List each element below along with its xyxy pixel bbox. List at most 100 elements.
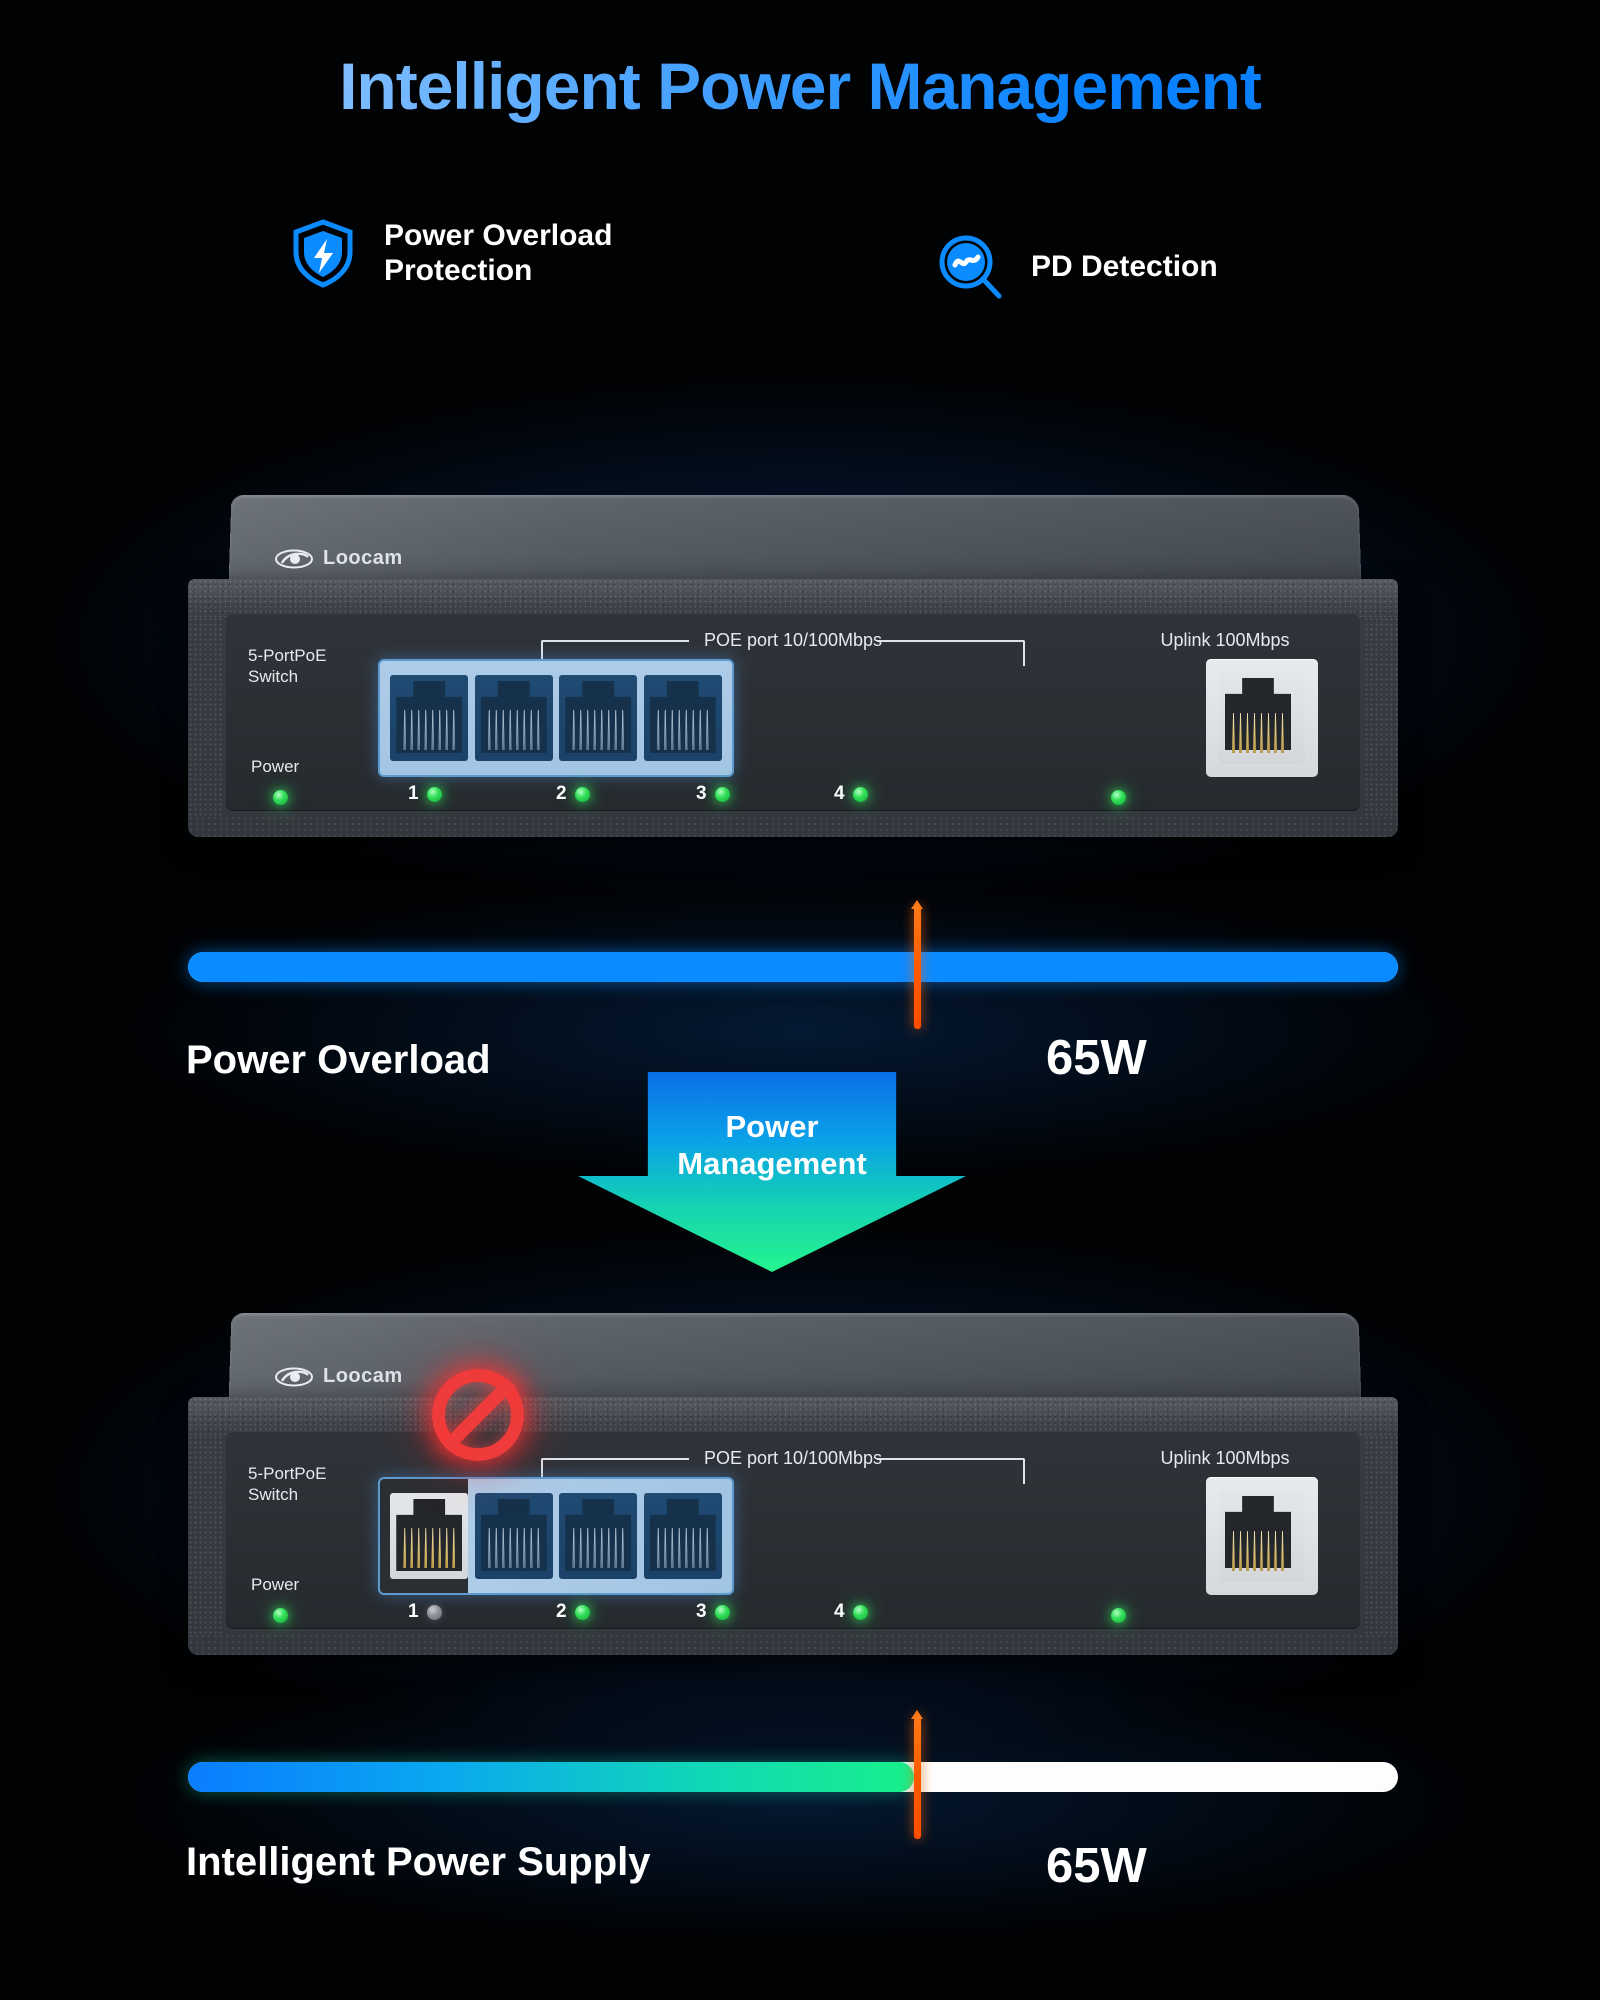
led-dot-port-2 bbox=[574, 1604, 590, 1620]
port-led-4: 4 bbox=[834, 783, 868, 805]
page-title: Intelligent Power Management bbox=[0, 48, 1600, 124]
port-led-2: 2 bbox=[556, 783, 590, 805]
port-led-1: 1 bbox=[408, 783, 442, 805]
power-bar-label-overload: Power Overload bbox=[186, 1038, 491, 1082]
uplink-port[interactable] bbox=[1206, 659, 1318, 777]
led-dot-uplink bbox=[1111, 1608, 1126, 1623]
model-label: 5-PortPoE Switch bbox=[248, 646, 327, 687]
poe-bracket-left bbox=[541, 640, 689, 666]
capacity-marker-tip bbox=[911, 900, 923, 909]
capacity-marker bbox=[914, 905, 921, 1029]
led-dot-port-3 bbox=[714, 1604, 730, 1620]
model-label: 5-PortPoE Switch bbox=[248, 1464, 327, 1505]
power-bar-fill bbox=[188, 1762, 914, 1792]
led-dot-power bbox=[273, 790, 288, 805]
device-chassis: 5-PortPoE Switch POE port 10/100Mbps Upl… bbox=[188, 1397, 1398, 1655]
feature-label: Power Overload Protection bbox=[384, 219, 613, 288]
chassis-texture-bottom bbox=[188, 1633, 1398, 1655]
chassis-texture-left bbox=[188, 1435, 222, 1635]
port-led-4: 4 bbox=[834, 1601, 868, 1623]
magnifier-pulse-icon bbox=[935, 232, 1005, 302]
poe-port-group bbox=[378, 1477, 734, 1595]
rj45-port-3[interactable] bbox=[559, 675, 638, 761]
rj45-port-2[interactable] bbox=[474, 1493, 553, 1579]
led-indicator-row: 1 2 3 4 bbox=[226, 763, 1360, 811]
poe-switch-device-managed: Loocam 5-PortPoE Switch POE port 10/100M… bbox=[188, 1313, 1398, 1703]
rj45-uplink-jack bbox=[1219, 1490, 1305, 1582]
uplink-led bbox=[1111, 1608, 1126, 1623]
feature-power-overload-protection: Power Overload Protection bbox=[288, 218, 612, 289]
uplink-led bbox=[1111, 790, 1126, 805]
power-bar-label-intelligent: Intelligent Power Supply bbox=[186, 1840, 651, 1884]
power-bar-overload bbox=[188, 900, 1398, 1029]
led-dot-port-2 bbox=[574, 786, 590, 802]
device-chassis: 5-PortPoE Switch POE port 10/100Mbps Upl… bbox=[188, 579, 1398, 837]
rj45-port-3[interactable] bbox=[559, 1493, 638, 1579]
chassis-texture-bottom bbox=[188, 815, 1398, 837]
port-number: 3 bbox=[696, 1601, 707, 1622]
chassis-texture-left bbox=[188, 617, 222, 817]
power-management-arrow: Power Management bbox=[578, 1072, 966, 1272]
capacity-value-overload: 65W bbox=[1046, 1031, 1147, 1085]
led-dot-port-3 bbox=[714, 786, 730, 802]
rj45-port-1-disabled[interactable] bbox=[390, 1493, 469, 1579]
rj45-port-4[interactable] bbox=[643, 1493, 722, 1579]
power-led bbox=[273, 790, 288, 805]
port-number: 1 bbox=[408, 783, 419, 804]
power-label: Power bbox=[251, 756, 300, 776]
port-led-3: 3 bbox=[696, 1601, 730, 1623]
device-top-cover bbox=[228, 1313, 1362, 1406]
power-label: Power bbox=[251, 1574, 300, 1594]
led-indicator-row: 1 2 3 4 bbox=[226, 1581, 1360, 1629]
capacity-marker bbox=[914, 1715, 921, 1839]
poe-switch-device-overload: Loocam 5-PortPoE Switch POE port 10/100M… bbox=[188, 495, 1398, 885]
arrow-label: Power Management bbox=[677, 1109, 867, 1182]
port-number: 1 bbox=[408, 1601, 419, 1622]
port-disabled-prohibition-icon bbox=[432, 1369, 524, 1461]
port-number: 2 bbox=[556, 1601, 567, 1622]
chassis-texture-right bbox=[1364, 1435, 1398, 1635]
power-bar-intelligent bbox=[188, 1710, 1398, 1839]
led-dot-port-1 bbox=[426, 1604, 442, 1620]
loocam-emblem-icon bbox=[274, 548, 314, 570]
port-led-3: 3 bbox=[696, 783, 730, 805]
led-dot-port-4 bbox=[852, 786, 868, 802]
rj45-port-2[interactable] bbox=[474, 675, 553, 761]
brand-name: Loocam bbox=[323, 1365, 403, 1387]
power-bar-fill bbox=[188, 952, 1398, 982]
chassis-texture-top bbox=[188, 1397, 1398, 1435]
poe-port-group-label: POE port 10/100Mbps bbox=[703, 1448, 883, 1468]
led-dot-port-1 bbox=[426, 786, 442, 802]
capacity-value-intelligent: 65W bbox=[1046, 1839, 1147, 1893]
port-number: 4 bbox=[834, 783, 845, 804]
uplink-label: Uplink 100Mbps bbox=[1160, 630, 1290, 650]
brand-logo: Loocam bbox=[274, 1365, 403, 1388]
brand-logo: Loocam bbox=[274, 547, 403, 570]
front-panel: 5-PortPoE Switch POE port 10/100Mbps Upl… bbox=[226, 613, 1360, 811]
chassis-texture-top bbox=[188, 579, 1398, 617]
led-dot-power bbox=[273, 1608, 288, 1623]
loocam-emblem-icon bbox=[274, 1366, 314, 1388]
front-panel: 5-PortPoE Switch POE port 10/100Mbps Upl… bbox=[226, 1431, 1360, 1629]
led-dot-port-4 bbox=[852, 1604, 868, 1620]
rj45-port-4[interactable] bbox=[643, 675, 722, 761]
rj45-uplink-jack bbox=[1219, 672, 1305, 764]
led-dot-uplink bbox=[1111, 790, 1126, 805]
port-led-2: 2 bbox=[556, 1601, 590, 1623]
feature-label: PD Detection bbox=[1031, 250, 1218, 284]
poe-bracket-left bbox=[541, 1458, 689, 1484]
poe-bracket-right bbox=[877, 640, 1025, 666]
poe-bracket-right bbox=[877, 1458, 1025, 1484]
feature-row: Power Overload Protection PD Detection bbox=[0, 218, 1600, 328]
port-number: 2 bbox=[556, 783, 567, 804]
feature-pd-detection: PD Detection bbox=[935, 232, 1218, 302]
chassis-texture-right bbox=[1364, 617, 1398, 817]
uplink-port[interactable] bbox=[1206, 1477, 1318, 1595]
poe-port-group-label: POE port 10/100Mbps bbox=[703, 630, 883, 650]
poe-port-group bbox=[378, 659, 734, 777]
uplink-label: Uplink 100Mbps bbox=[1160, 1448, 1290, 1468]
power-led bbox=[273, 1608, 288, 1623]
device-top-cover bbox=[228, 495, 1362, 588]
brand-name: Loocam bbox=[323, 547, 403, 569]
rj45-port-1[interactable] bbox=[390, 675, 469, 761]
